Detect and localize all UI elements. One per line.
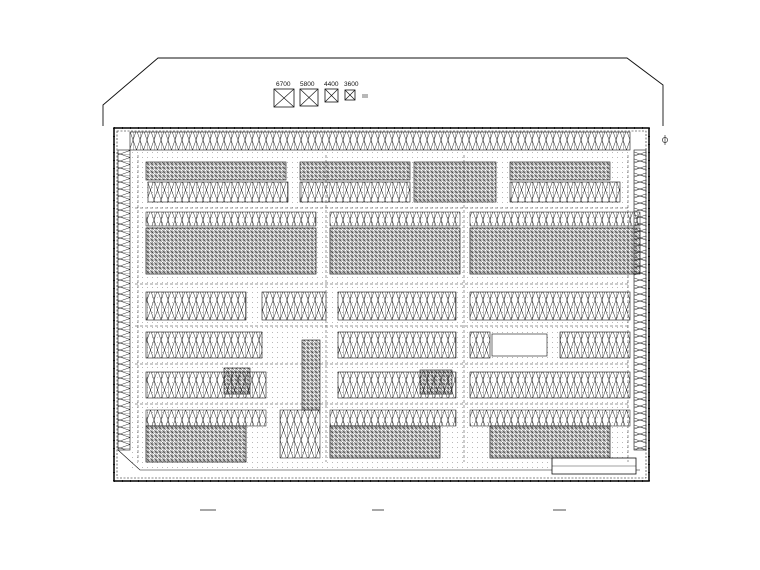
north-arrow-icon bbox=[662, 135, 668, 145]
legend-label-4400: 4400 bbox=[324, 81, 339, 88]
legend-label-3600: 3600 bbox=[344, 81, 359, 88]
stall-row-3 bbox=[145, 291, 631, 321]
stall-row-5 bbox=[145, 367, 631, 399]
left-perimeter-stalls bbox=[117, 149, 640, 471]
top-perimeter-stalls bbox=[129, 131, 631, 151]
stall-row-4 bbox=[145, 331, 631, 411]
legend: 6700 5800 4400 3600 bbox=[273, 81, 368, 108]
right-perimeter-stalls bbox=[633, 149, 647, 451]
stall-row-6 bbox=[145, 409, 637, 475]
stall-row-1 bbox=[145, 161, 621, 203]
drive-lanes bbox=[135, 155, 630, 462]
site-boundary bbox=[102, 57, 664, 126]
legend-label-5800: 5800 bbox=[300, 81, 315, 88]
legend-label-6700: 6700 bbox=[276, 81, 291, 88]
stall-row-2 bbox=[145, 211, 641, 275]
basement-outline bbox=[113, 127, 650, 482]
